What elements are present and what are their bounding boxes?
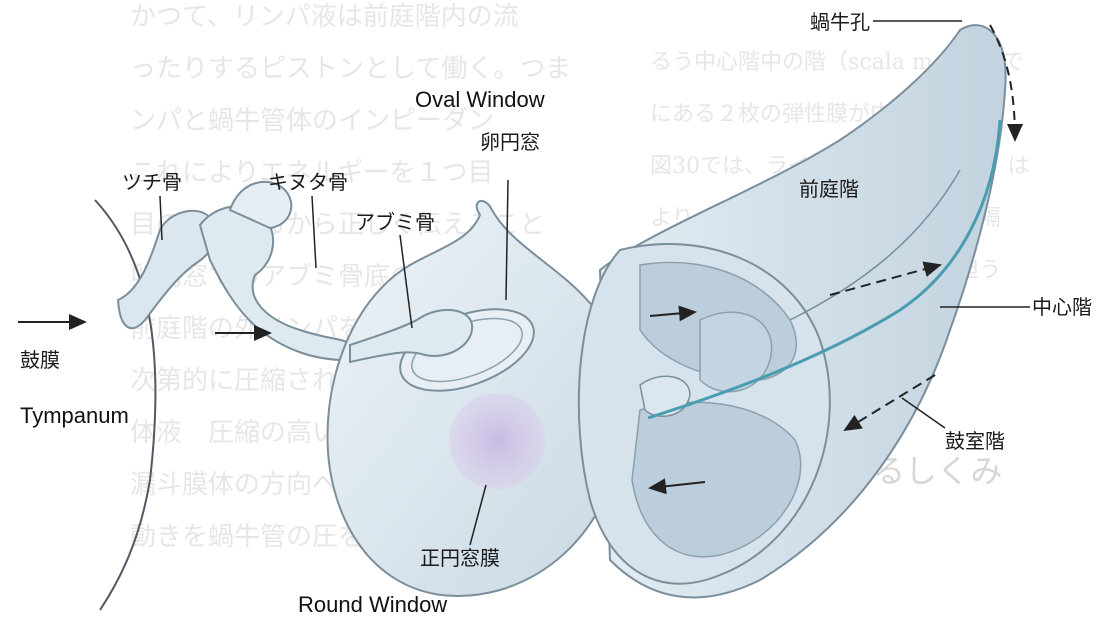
background-text-line: ンパと蝸牛管体のインピーダン	[130, 106, 495, 136]
label-scala-media: 中心階	[1032, 295, 1092, 319]
label-oval-window-en: Oval Window	[415, 87, 545, 112]
round-window	[449, 393, 545, 489]
incus-shape	[198, 205, 352, 362]
label-tympanum-en: Tympanum	[20, 403, 129, 428]
cochlear-duct	[647, 119, 1002, 420]
arrow-helicotrema	[989, 24, 1023, 142]
label-malleus: ツチ骨	[122, 170, 182, 194]
arrow-scala-vestibuli	[829, 261, 942, 296]
label-tympanum-jp: 鼓膜	[20, 348, 60, 372]
leader-scala-tympani	[901, 397, 946, 429]
background-text-line: ったりするピストンとして働く。つま	[130, 54, 572, 84]
label-scala-tympani: 鼓室階	[945, 429, 1005, 453]
leader-malleus	[159, 195, 163, 241]
background-text-line: かつて、リンパ液は前庭階内の流	[130, 2, 519, 32]
leader-stapes	[399, 234, 413, 329]
arrow-scala-tympani	[843, 374, 936, 432]
label-stapes: アブミ骨	[355, 210, 435, 234]
stapes-shape	[349, 308, 474, 364]
leader-oval-window	[505, 179, 509, 301]
label-helicotrema: 蝸牛孔	[810, 10, 870, 34]
background-text-line: これによりエネルギーを１つ目	[130, 158, 494, 188]
label-incus: キヌタ骨	[268, 170, 348, 194]
leader-incus	[311, 195, 317, 269]
arrow-vestibule	[649, 305, 697, 322]
label-scala-vestibuli: 前庭階	[799, 177, 859, 201]
label-round-window-jp: 正円窓膜	[420, 546, 500, 570]
incus-top	[228, 180, 293, 230]
label-round-window-en: Round Window	[298, 592, 448, 617]
tympanum-membrane	[94, 199, 157, 611]
leader-round-window	[469, 484, 487, 546]
arrow-tympani-return	[648, 478, 706, 495]
label-oval-window-jp: 卵円窓	[480, 130, 540, 154]
